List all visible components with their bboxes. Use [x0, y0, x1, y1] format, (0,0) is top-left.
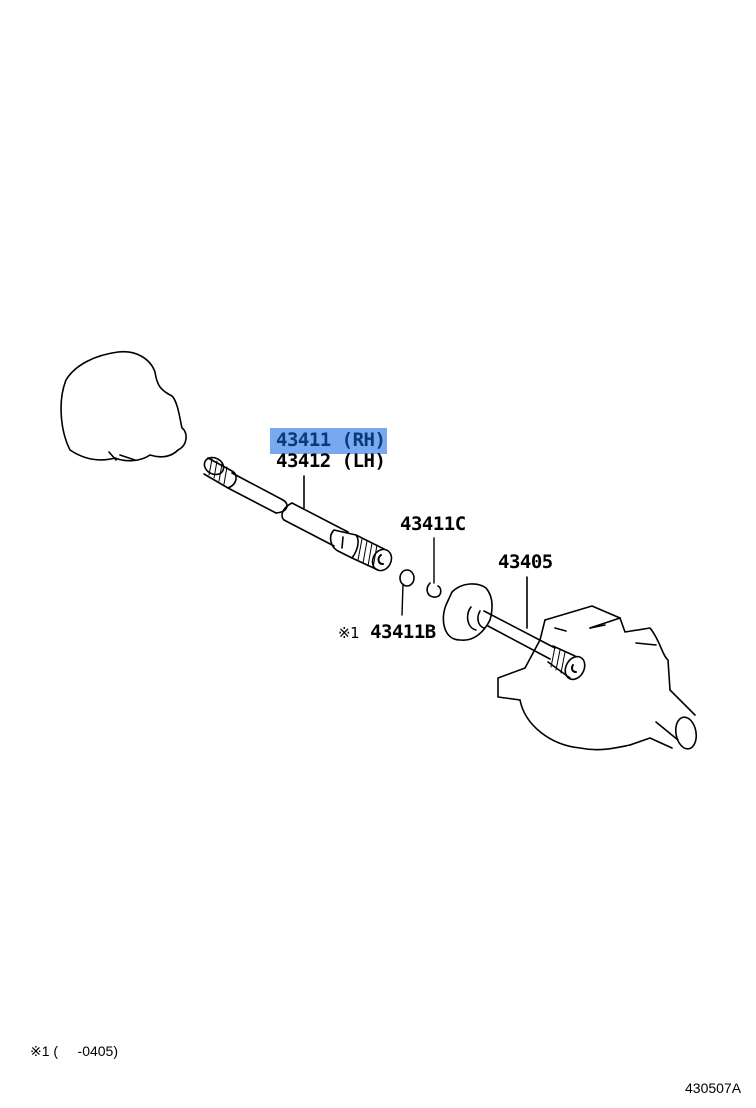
differential-housing	[497, 605, 698, 751]
footnote-marker: ※1	[338, 624, 360, 642]
snap-ring-43411B	[399, 569, 415, 616]
part-label-43411c[interactable]: 43411C	[400, 513, 466, 535]
shaft-43411	[203, 456, 393, 572]
clip-43411C	[426, 537, 442, 598]
part-label-43411-rh[interactable]: 43411 (RH)	[270, 428, 388, 454]
inner-joint-43405	[442, 583, 586, 681]
part-label-43405[interactable]: 43405	[498, 551, 553, 573]
footnote-marker: ※1	[30, 1043, 50, 1059]
part-label-43411b-text: 43411B	[370, 621, 436, 643]
part-label-43411b[interactable]: ※1 43411B	[338, 623, 436, 642]
part-label-43412-lh[interactable]: 43412 (LH)	[276, 450, 386, 472]
footnote-text: ( -0405)	[53, 1043, 119, 1059]
diagram-reference-code: 430507A	[685, 1080, 742, 1096]
footnote: ※1 ( -0405)	[30, 1043, 118, 1060]
boot-outline	[60, 350, 187, 462]
